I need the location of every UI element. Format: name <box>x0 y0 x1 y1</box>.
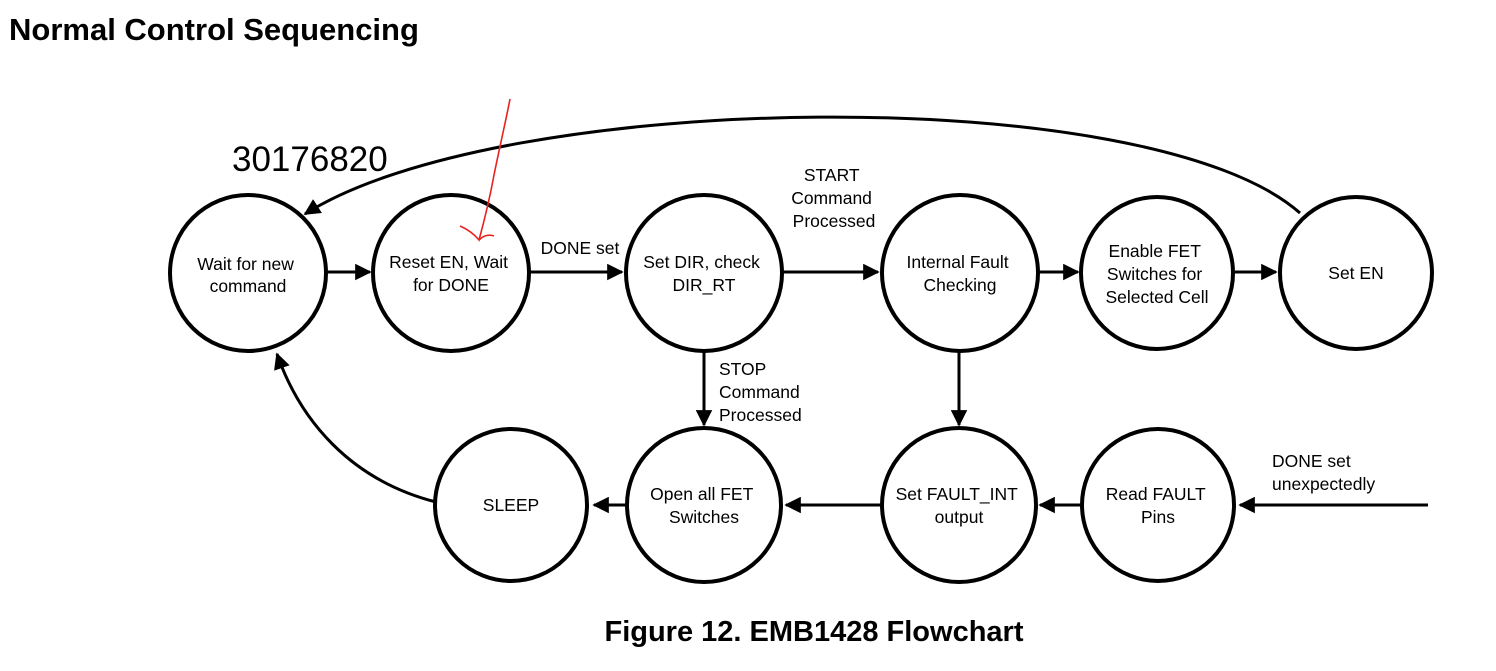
edge-label-line: Command <box>791 188 872 208</box>
nodes: Wait for new command Reset EN, Wait for … <box>168 193 1434 584</box>
node-label-line: Enable FET <box>1109 241 1202 261</box>
node-label-line: Internal Fault <box>906 252 1008 272</box>
edge-label-line: DONE set <box>541 238 620 258</box>
node-wait-for-new-command: Wait for new command <box>168 193 328 353</box>
edge-label-line: unexpectedly <box>1272 474 1375 494</box>
edge-label-start-command: START Command Processed <box>791 165 877 231</box>
node-circle <box>880 193 1040 353</box>
node-label-line: Set FAULT_INT <box>896 484 1019 505</box>
node-set-fault-int-output: Set FAULT_INT output <box>880 426 1038 584</box>
figure-caption: Figure 12. EMB1428 Flowchart <box>604 616 1023 648</box>
node-label-line: Pins <box>1141 507 1175 527</box>
edge-label-done-unexpectedly: DONE set unexpectedly <box>1272 451 1375 494</box>
node-circle <box>624 193 784 353</box>
red-annotation-arrow <box>459 98 511 242</box>
edge-label-line: Command <box>719 382 800 402</box>
document-number: 30176820 <box>232 140 388 179</box>
edge-label-line: Processed <box>793 211 876 231</box>
node-label-line: Set DIR, check <box>643 252 760 272</box>
node-label: Set DIR, check DIR_RT <box>643 252 765 296</box>
node-label-line: DIR_RT <box>673 275 736 296</box>
node-set-en: Set EN <box>1278 195 1434 351</box>
node-circle <box>433 427 589 583</box>
edge-label-done-set: DONE set <box>541 238 620 258</box>
node-circle <box>371 193 531 353</box>
node-label-line: Reset EN, Wait <box>389 252 508 272</box>
node-sleep: SLEEP <box>433 427 589 583</box>
node-label: Internal Fault Checking <box>906 252 1013 295</box>
edge-label-stop-command: STOP Command Processed <box>719 359 805 425</box>
node-label-line: Set EN <box>1328 263 1383 283</box>
node-label: Read FAULT Pins <box>1106 484 1210 527</box>
edges <box>274 115 1428 514</box>
node-open-all-fet-switches: Open all FET Switches <box>625 426 783 584</box>
edge-label-line: Processed <box>719 405 802 425</box>
node-label: Open all FET Switches <box>650 484 758 527</box>
node-label-line: Read FAULT <box>1106 484 1206 504</box>
node-label-line: command <box>210 276 287 296</box>
node-enable-fet-switches: Enable FET Switches for Selected Cell <box>1079 195 1235 351</box>
node-label: Set FAULT_INT output <box>896 484 1023 527</box>
node-circle <box>168 193 328 353</box>
edge-label-line: START <box>804 165 860 185</box>
node-label: Enable FET Switches for Selected Cell <box>1105 241 1208 307</box>
node-reset-en-wait-for-done: Reset EN, Wait for DONE <box>371 193 531 353</box>
node-label-line: Wait for new <box>197 254 294 274</box>
node-label-line: Selected Cell <box>1105 287 1208 307</box>
node-label: SLEEP <box>483 495 539 515</box>
node-circle <box>625 426 783 584</box>
node-internal-fault-checking: Internal Fault Checking <box>880 193 1040 353</box>
page-heading: Normal Control Sequencing <box>9 12 419 47</box>
node-circle <box>1079 195 1235 351</box>
node-circle <box>880 426 1038 584</box>
edge-sleep-to-wait <box>274 352 437 504</box>
node-label-line: Checking <box>924 275 997 295</box>
node-circle <box>1080 427 1236 583</box>
node-label: Set EN <box>1328 263 1383 283</box>
node-label-line: output <box>935 507 984 527</box>
edge-labels: DONE set START Command Processed STOP Co… <box>541 165 1376 494</box>
node-label-line: Switches <box>669 507 739 527</box>
node-label: Wait for new command <box>197 254 298 296</box>
node-label-line: SLEEP <box>483 495 539 515</box>
edge-label-line: STOP <box>719 359 766 379</box>
edge-label-line: DONE set <box>1272 451 1351 471</box>
node-set-dir-check-dir-rt: Set DIR, check DIR_RT <box>624 193 784 353</box>
node-label: Reset EN, Wait for DONE <box>389 252 513 295</box>
node-label-line: for DONE <box>413 275 489 295</box>
node-label-line: Switches for <box>1107 264 1202 284</box>
node-circle <box>1278 195 1434 351</box>
edge-set-en-to-wait <box>303 115 1301 216</box>
node-read-fault-pins: Read FAULT Pins <box>1080 427 1236 583</box>
node-label-line: Open all FET <box>650 484 753 504</box>
